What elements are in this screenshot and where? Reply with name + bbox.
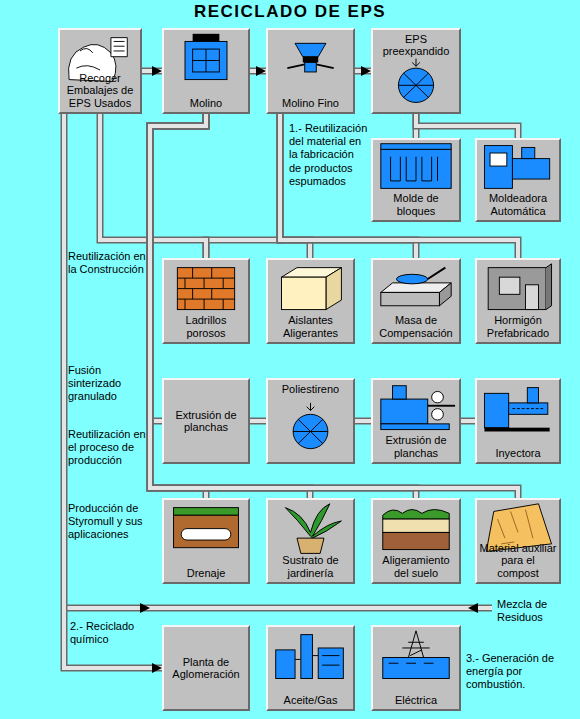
process-box: Ladrillos porosos <box>162 258 250 344</box>
flow-note: Fusión sinterizado granulado <box>68 364 148 404</box>
process-box: Molino Fino <box>266 28 355 114</box>
box-label: Molde de bloques <box>375 192 457 217</box>
flow-connector <box>461 421 475 422</box>
box-label: Aceite/Gas <box>284 694 338 706</box>
flow-connector <box>355 421 371 422</box>
box-label: Extrusión de planchas <box>166 409 246 434</box>
box-label: Recoger Embalajes de EPS Usados <box>62 72 138 109</box>
process-box: Poliestireno <box>266 378 355 464</box>
process-box: Extrusión de planchas <box>371 378 461 464</box>
flow-note: Mezcla de Residuos <box>497 598 577 624</box>
box-label: Masa de Compensación <box>375 314 457 339</box>
process-box: Extrusión de planchas <box>162 378 250 464</box>
flow-connector <box>250 421 266 422</box>
process-box: Material auxiliar para el compost <box>475 498 561 584</box>
box-label: Ladrillos porosos <box>166 314 246 339</box>
box-label: Sustrato de jardinería <box>270 554 351 579</box>
process-box: Molino <box>162 28 250 114</box>
flow-connector <box>64 114 162 668</box>
box-label: Hormigón Prefabricado <box>479 314 557 339</box>
process-box: Aceite/Gas <box>266 625 355 711</box>
process-box: Masa de Compensación <box>371 258 461 344</box>
process-box: Moldeadora Automática <box>475 138 561 222</box>
flow-note: 1.- Reutilización del material en la fab… <box>289 122 369 188</box>
process-box: Aligeramiento del suelo <box>371 498 461 584</box>
residue-mix-line <box>64 603 492 613</box>
flow-connector <box>355 71 371 72</box>
process-box: Drenaje <box>162 498 250 584</box>
flow-note: Producción de Styromull y sus aplicacion… <box>68 502 148 542</box>
process-box: Inyectora <box>475 378 561 464</box>
box-label: Eléctrica <box>395 694 437 706</box>
process-box: Hormigón Prefabricado <box>475 258 561 344</box>
process-box: Sustrato de jardinería <box>266 498 355 584</box>
box-label: Moldeadora Automática <box>479 192 557 217</box>
flow-note: Reutilización en la Construcción <box>68 250 148 276</box>
box-label: Planta de Aglomeración <box>166 656 246 681</box>
box-label: Molino Fino <box>282 97 339 109</box>
flow-note: 3.- Generación de energía por combustión… <box>466 652 578 692</box>
flow-connector <box>250 71 266 72</box>
box-label: Material auxiliar para el compost <box>479 542 557 579</box>
box-label: Extrusión de planchas <box>375 434 457 459</box>
process-box: Molde de bloques <box>371 138 461 222</box>
box-label: EPS preexpandido <box>375 33 457 58</box>
process-box: Recoger Embalajes de EPS Usados <box>58 28 142 114</box>
flow-connector <box>142 71 162 72</box>
flow-note: 2.- Reciclado químico <box>70 620 150 646</box>
diagram-title: RECICLADO DE EPS <box>0 2 580 22</box>
flow-connector <box>416 114 518 138</box>
flow-connector <box>150 114 518 498</box>
box-label: Inyectora <box>495 447 540 459</box>
box-label: Aligeramiento del suelo <box>375 554 457 579</box>
box-label: Poliestireno <box>282 383 339 395</box>
box-label: Molino <box>190 97 222 109</box>
process-box: EPS preexpandido <box>371 28 461 114</box>
process-box: Eléctrica <box>371 625 461 711</box>
process-box: Aislantes Aligerantes <box>266 258 355 344</box>
box-label: Aislantes Aligerantes <box>270 314 351 339</box>
flow-note: Reutilización en el proceso de producció… <box>68 428 148 468</box>
box-label: Drenaje <box>187 567 226 579</box>
process-box: Planta de Aglomeración <box>162 625 250 711</box>
flow-connector <box>206 114 280 258</box>
